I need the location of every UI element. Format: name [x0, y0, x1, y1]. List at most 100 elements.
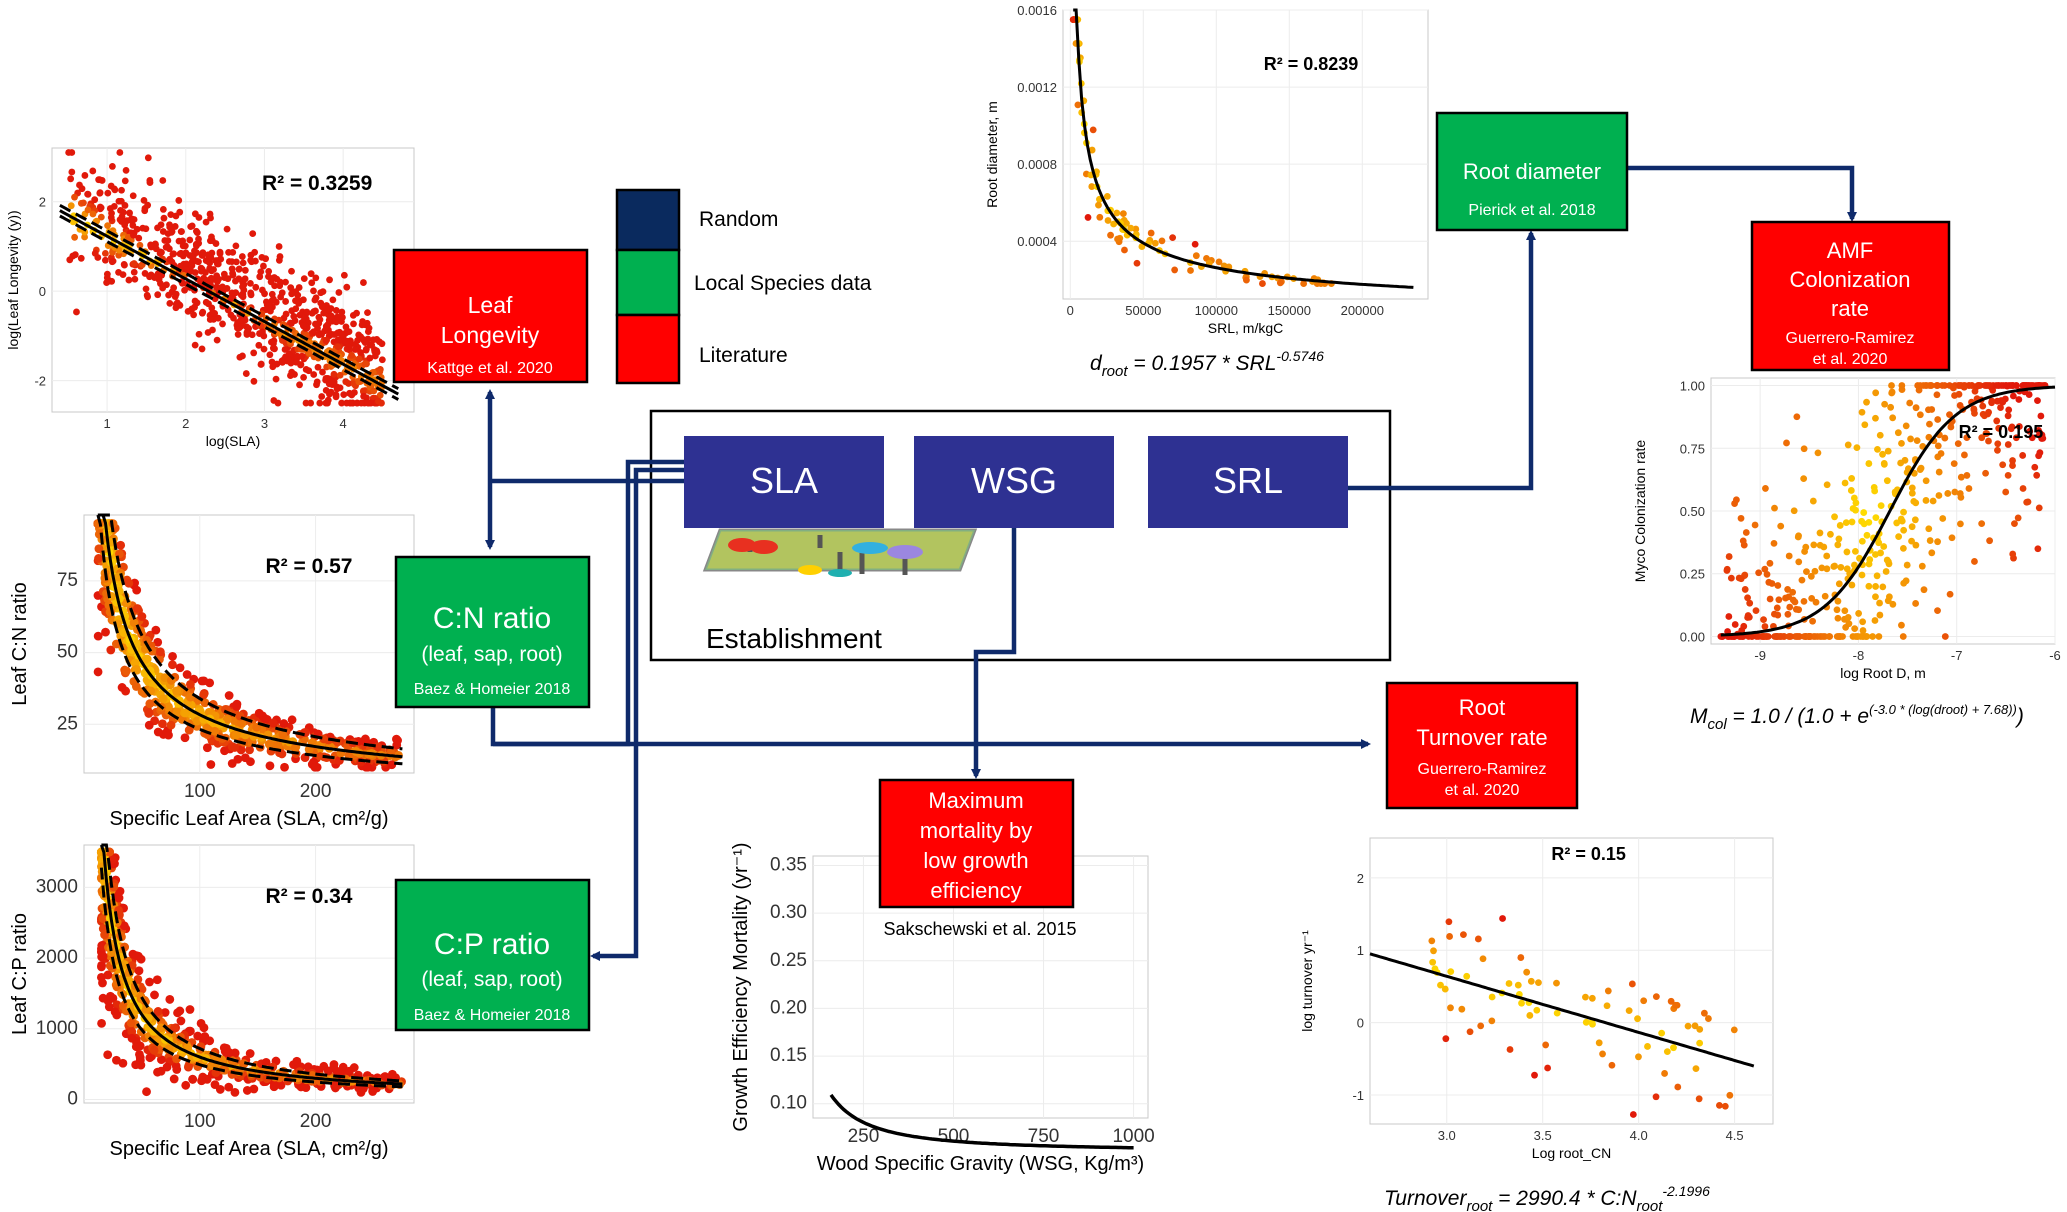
- box-leaf-longevity: Leaf Longevity Kattge et al. 2020: [392, 248, 589, 384]
- data-point: [373, 348, 381, 356]
- data-point: [1835, 535, 1843, 543]
- box-root-turnover: Root Turnover rate Guerrero-Ramirez et a…: [1385, 681, 1579, 810]
- data-point: [1899, 633, 1907, 640]
- data-point: [1795, 558, 1803, 566]
- data-point: [1608, 1061, 1616, 1069]
- data-point: [1088, 183, 1096, 190]
- max-mortality-line4: efficiency: [930, 878, 1021, 903]
- data-point: [1825, 633, 1833, 640]
- data-point: [219, 320, 226, 328]
- data-point: [1918, 562, 1926, 570]
- data-point: [97, 1018, 106, 1028]
- y-tick-label: -1: [1352, 1088, 1364, 1103]
- x-tick-label: 100: [184, 781, 216, 802]
- amf-line1: AMF: [1827, 238, 1873, 263]
- data-point: [282, 278, 289, 286]
- data-point: [191, 269, 199, 276]
- data-point: [1429, 958, 1437, 966]
- data-point: [170, 284, 178, 292]
- data-point: [318, 393, 326, 400]
- y-tick-label: 0.20: [770, 997, 807, 1018]
- data-point: [165, 291, 173, 299]
- data-point: [1696, 1039, 1704, 1047]
- data-point: [288, 320, 295, 327]
- data-point: [305, 367, 313, 375]
- cp-ratio-title: C:P ratio: [434, 928, 550, 961]
- data-point: [1860, 520, 1868, 528]
- data-point: [110, 1007, 120, 1017]
- data-point: [2009, 550, 2017, 558]
- data-point: [152, 245, 160, 253]
- data-point: [1946, 590, 1954, 598]
- leaf-longevity-citation: Kattge et al. 2020: [427, 360, 553, 377]
- data-point: [1899, 544, 1907, 552]
- data-point: [169, 250, 177, 258]
- data-point: [1523, 968, 1531, 976]
- data-point: [1805, 633, 1813, 640]
- fit-line: [97, 513, 403, 759]
- data-point: [1809, 497, 1817, 505]
- data-point: [1158, 237, 1166, 245]
- data-point: [101, 256, 109, 264]
- data-point: [310, 762, 320, 772]
- data-point: [357, 349, 364, 356]
- data-point: [198, 345, 206, 353]
- data-point: [1898, 382, 1906, 389]
- legend: Random Local Species data Literature: [615, 188, 872, 385]
- data-point: [1807, 572, 1815, 580]
- data-point: [360, 392, 368, 400]
- data-point: [1721, 1102, 1729, 1110]
- data-point: [202, 743, 212, 753]
- data-point: [287, 359, 295, 367]
- data-point: [1517, 954, 1525, 961]
- data-point: [168, 660, 177, 670]
- cp-ratio-citation: Baez & Homeier 2018: [414, 1007, 571, 1024]
- data-point: [1908, 523, 1916, 531]
- data-point: [217, 255, 225, 263]
- data-point: [295, 299, 303, 307]
- data-point: [224, 275, 232, 283]
- data-point: [1881, 400, 1889, 408]
- data-point: [1879, 450, 1886, 458]
- data-point: [1839, 633, 1846, 640]
- equation-mcol: Mcol = 1.0 / (1.0 + e(-3.0 * (log(droot)…: [1690, 702, 2024, 733]
- data-point: [1431, 965, 1439, 973]
- data-point: [299, 296, 307, 304]
- data-point: [2034, 545, 2042, 553]
- data-point: [235, 265, 243, 273]
- data-point: [2015, 423, 2023, 430]
- data-point: [131, 1060, 141, 1070]
- data-point: [327, 312, 335, 320]
- data-point: [1088, 146, 1096, 154]
- data-point: [364, 399, 372, 407]
- data-point: [354, 336, 361, 344]
- data-point: [96, 189, 104, 197]
- data-point: [1810, 633, 1818, 640]
- data-point: [164, 702, 173, 712]
- data-point: [1872, 514, 1880, 521]
- data-point: [1488, 1017, 1496, 1025]
- y-axis-label: Growth Efficiency Mortality (yr⁻¹): [730, 842, 752, 1131]
- data-point: [342, 337, 350, 345]
- data-point: [1674, 1083, 1682, 1091]
- data-point: [156, 1023, 166, 1033]
- data-point: [275, 243, 283, 250]
- data-point: [1949, 384, 1957, 392]
- data-point: [302, 399, 310, 407]
- data-point: [1793, 633, 1801, 640]
- data-point: [317, 289, 325, 297]
- data-point: [1863, 398, 1870, 406]
- data-point: [2007, 425, 2015, 433]
- data-point: [95, 176, 103, 184]
- data-point: [1691, 1022, 1699, 1030]
- data-point: [131, 951, 141, 961]
- data-point: [1898, 439, 1905, 447]
- plot-panel: [1062, 9, 1429, 300]
- data-point: [2015, 396, 2023, 403]
- data-point: [96, 972, 106, 982]
- data-point: [355, 355, 363, 363]
- data-point: [378, 356, 386, 364]
- data-point: [1774, 611, 1782, 619]
- data-point: [271, 282, 278, 290]
- data-point: [232, 702, 242, 711]
